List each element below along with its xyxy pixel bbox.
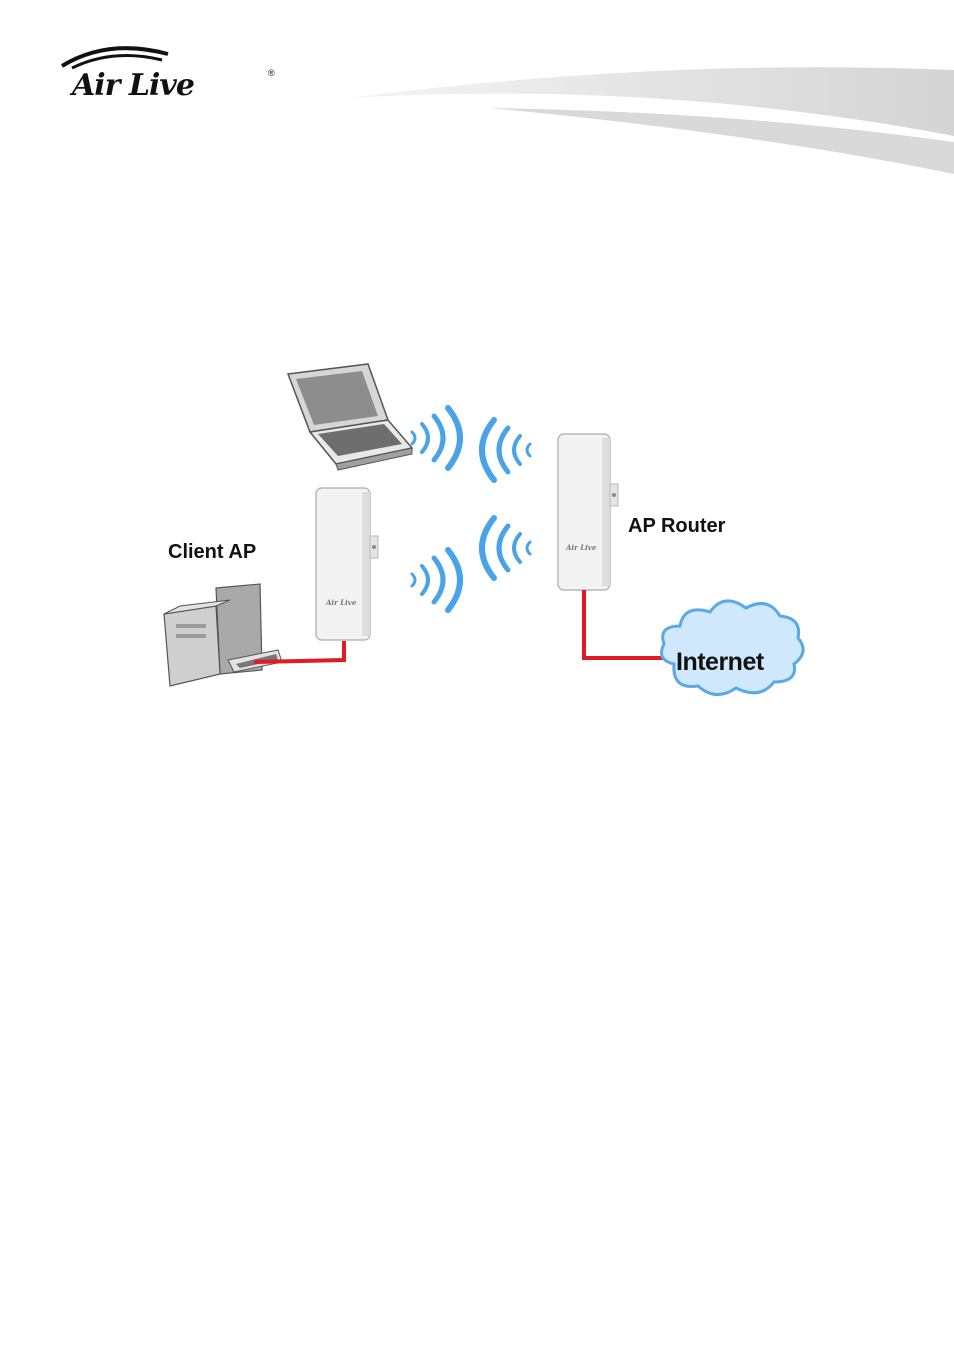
laptop-icon — [288, 364, 412, 470]
wifi-waves-icon — [412, 408, 530, 480]
wifi-waves-icon — [412, 518, 530, 610]
logo-text: Air Live — [72, 68, 194, 103]
desktop-computer-icon — [164, 584, 282, 686]
airlive-logo: Air Live ® — [58, 42, 288, 112]
ap-router-device-icon — [558, 434, 618, 590]
header-swoosh-graphic — [340, 62, 954, 182]
ap-router-brand: Air Live — [566, 543, 596, 552]
ap-router-label: AP Router — [628, 515, 725, 538]
internet-label: Internet — [676, 648, 764, 677]
client-ap-device-icon — [316, 488, 378, 640]
logo-registered-mark: ® — [268, 68, 275, 78]
client-ap-label: Client AP — [168, 541, 256, 564]
client-ap-brand: Air Live — [326, 598, 356, 607]
